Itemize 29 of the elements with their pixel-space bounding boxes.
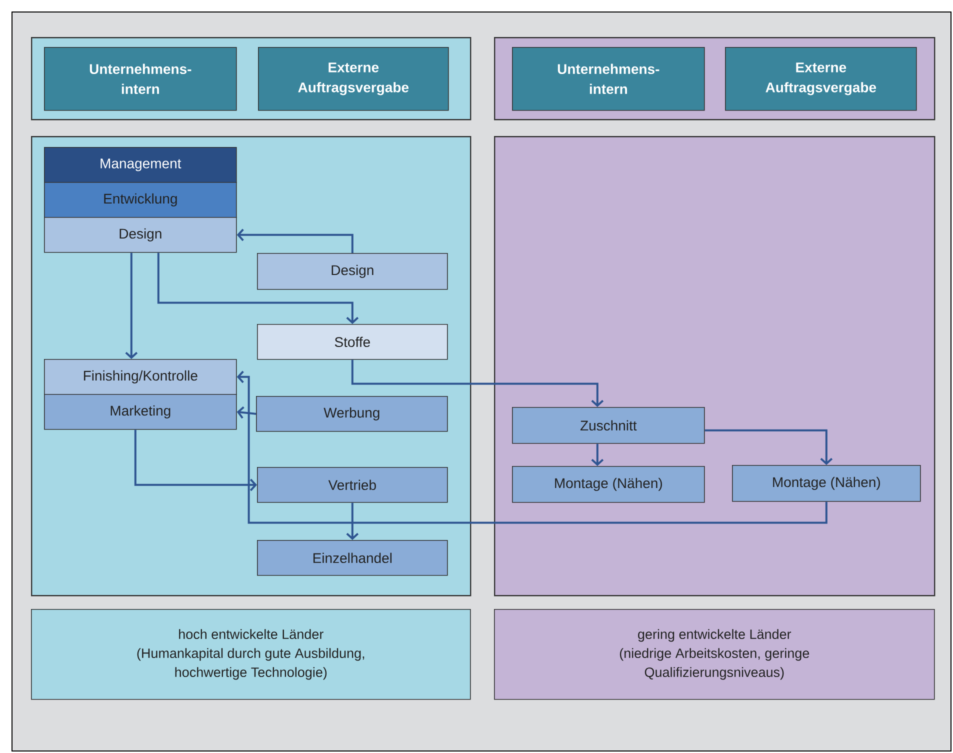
- process-box: Einzelhandel: [257, 540, 448, 576]
- header-box: Unternehmens- intern: [512, 47, 705, 111]
- process-box: Werbung: [256, 396, 448, 432]
- caption-box: hoch entwickelte Länder (Humankapital durch gute Ausbildung, hochwertige Technologie): [31, 609, 471, 700]
- arrow: [236, 228, 354, 253]
- arrow: [591, 444, 604, 466]
- header-box: Externe Auftragsvergabe: [258, 47, 449, 111]
- process-box: Vertrieb: [257, 467, 448, 503]
- arrow: [134, 430, 257, 492]
- process-box: Montage (Nähen): [732, 465, 921, 502]
- process-box: Design: [44, 217, 237, 253]
- process-box: Montage (Nähen): [512, 466, 705, 503]
- process-box: Management: [44, 147, 237, 183]
- process-box: Stoffe: [257, 324, 448, 360]
- process-box: Design: [257, 253, 448, 290]
- arrow: [704, 429, 833, 465]
- header-box: Unternehmens- intern: [44, 47, 237, 111]
- process-box: Entwicklung: [44, 182, 237, 218]
- process-box: Finishing/Kontrolle: [44, 359, 237, 395]
- arrow: [125, 252, 138, 359]
- arrow: [351, 360, 604, 407]
- process-box: Zuschnitt: [512, 407, 705, 444]
- arrow: [346, 502, 359, 540]
- arrow: [157, 252, 359, 324]
- arrow: [236, 370, 828, 524]
- header-box: Externe Auftragsvergabe: [725, 47, 917, 111]
- caption-box: gering entwickelte Länder (niedrige Arbeitskosten, geringe Qualifizierungsniveaus): [494, 609, 935, 700]
- process-box: Marketing: [44, 394, 237, 430]
- arrow: [236, 406, 256, 419]
